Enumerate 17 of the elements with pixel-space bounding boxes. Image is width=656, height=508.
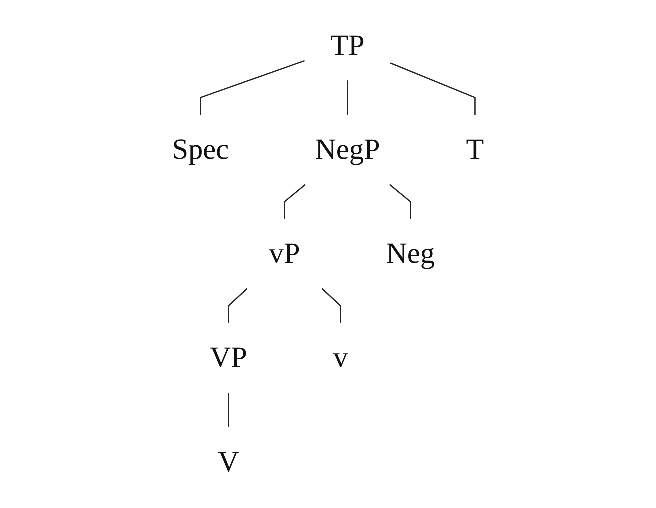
node-text: v (333, 342, 348, 374)
node-text: T (466, 134, 484, 166)
connector (322, 288, 342, 324)
node-text: Spec (172, 134, 229, 166)
node-text: vP (269, 238, 300, 270)
node-text: V (218, 446, 240, 478)
node-text: VP (210, 342, 248, 374)
connector (284, 184, 306, 220)
connector (200, 60, 305, 116)
connector (228, 392, 230, 428)
node-text: Neg (386, 238, 435, 270)
connector (346, 80, 348, 116)
connector (390, 62, 476, 116)
connector (389, 184, 412, 220)
connector (228, 288, 248, 324)
node-text: NegP (314, 134, 380, 166)
node-text: TP (330, 30, 365, 62)
